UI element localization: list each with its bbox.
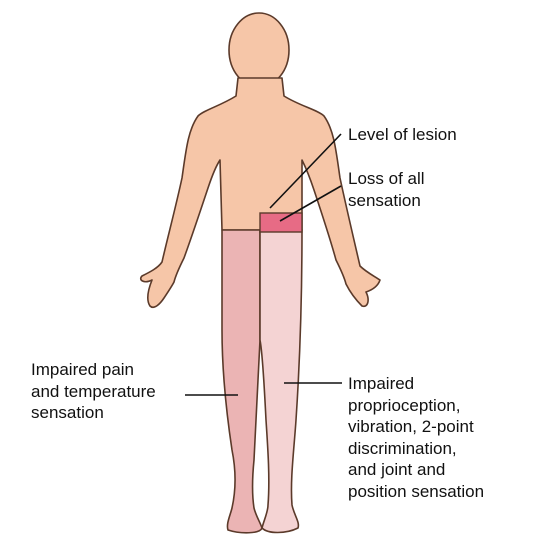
pointer-lines <box>185 133 342 396</box>
label-level-of-lesion: Level of lesion <box>348 125 457 144</box>
leg-impaired-pain-temperature <box>221 229 263 534</box>
label-loss-of-all-sensation: Loss of all sensation <box>348 169 425 210</box>
loss-of-sensation-zone <box>259 212 303 233</box>
head <box>228 12 290 88</box>
torso-and-arms <box>139 77 381 309</box>
pointer-level-of-lesion <box>269 133 342 209</box>
label-impaired-proprioception: Impaired proprioception, vibration, 2-po… <box>348 374 485 501</box>
leg-impaired-proprioception <box>259 229 303 534</box>
body-outline <box>139 12 381 309</box>
label-impaired-pain-temperature: Impaired pain and temperature sensation <box>31 360 156 422</box>
pointer-loss-of-sensation <box>279 185 342 222</box>
